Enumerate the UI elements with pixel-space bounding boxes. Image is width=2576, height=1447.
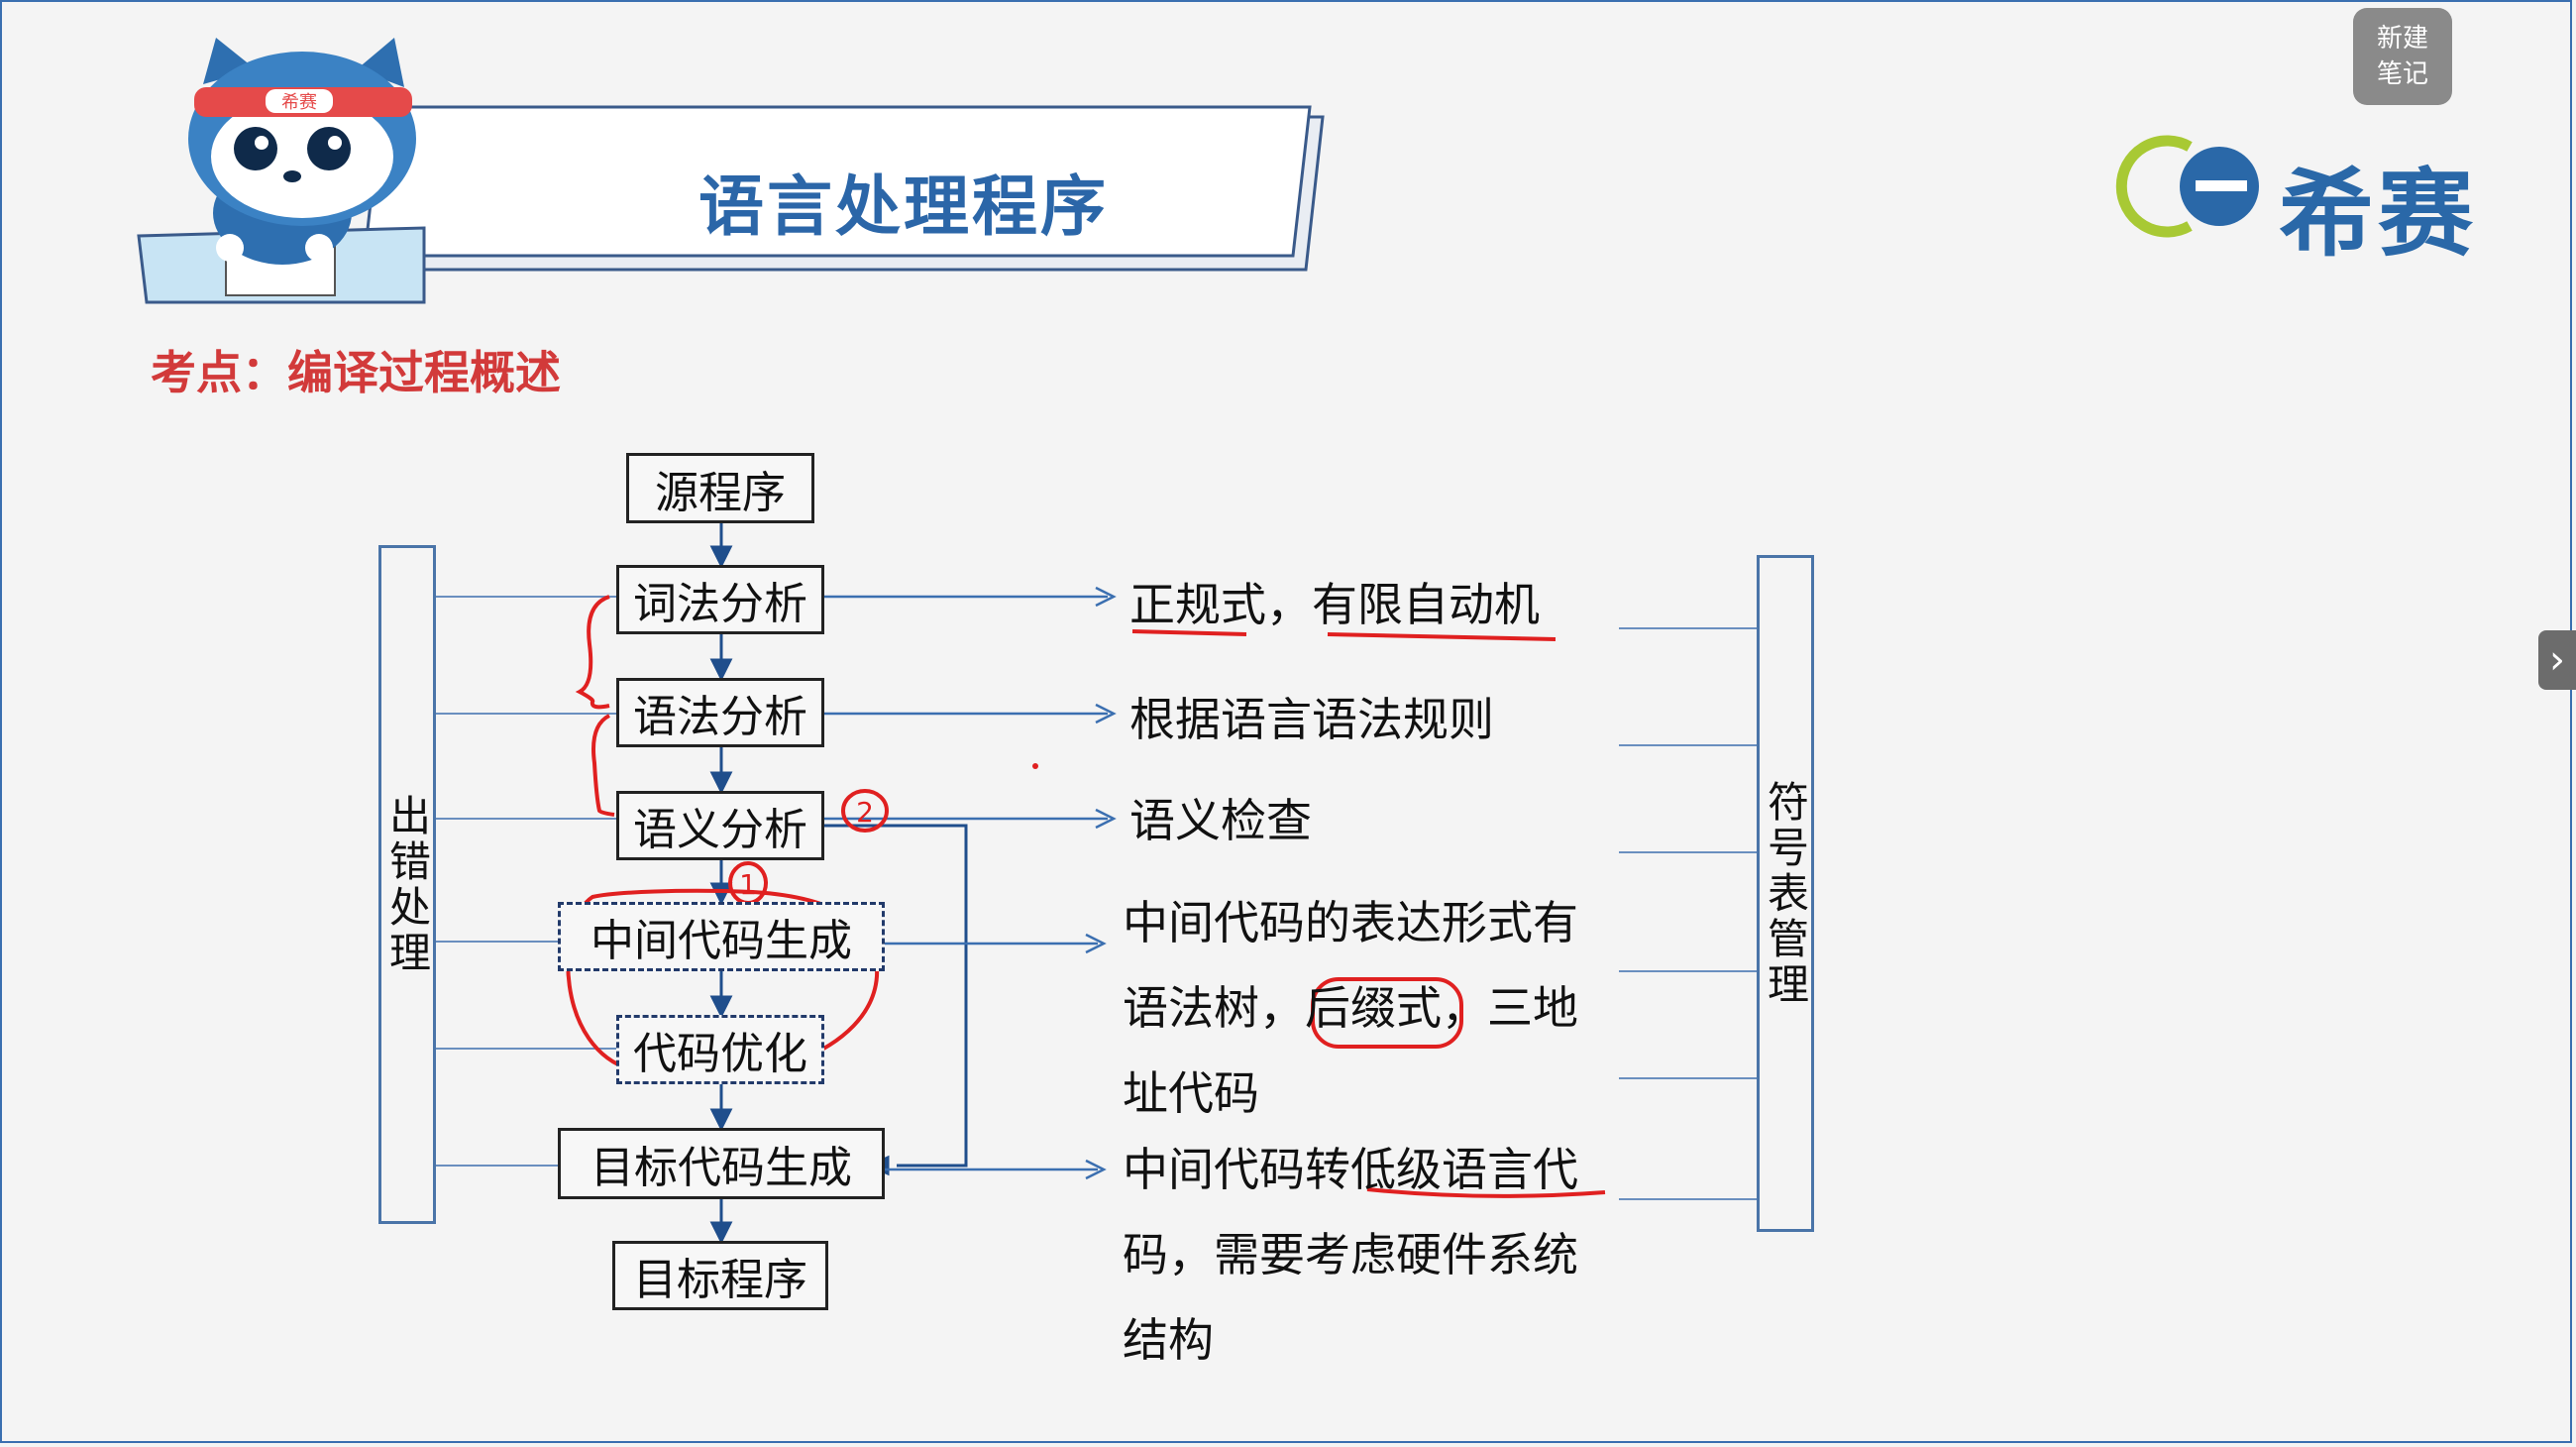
mascot-badge [266,89,333,113]
flow-intermediate: 中间代码生成 [558,902,885,971]
note-intermediate-line3: 址代码 [1123,1066,1259,1120]
note-syntax: 根据语言语法规则 [1129,693,1494,746]
mascot-nose [283,170,301,182]
flow-optimize: 代码优化 [616,1015,824,1084]
symbol-table-label: 符号表管理 [1761,779,1810,1008]
note-target-line1: 中间代码转低级语言代 [1123,1143,1578,1196]
chevron-right-icon: › [2549,637,2565,683]
topic-label: 考点：编译过程概述 [151,346,561,399]
flow-source: 源程序 [626,453,814,523]
note-target-line3: 结构 [1123,1313,1214,1367]
flow-target-gen: 目标代码生成 [558,1128,885,1199]
note-lexical-part2: 有限自动机 [1312,578,1540,631]
annotation-dot [1032,763,1038,769]
note-intermediate-line1: 中间代码的表达形式有 [1123,896,1578,949]
mascot-badge-text: 希赛 [281,92,317,113]
mascot-ear-right [357,38,404,87]
new-note-label-line2: 笔记 [2376,59,2428,89]
mascot-eye-left [234,127,277,170]
note-target-line2: 码，需要考虑硬件系统 [1123,1228,1578,1281]
error-handling-label: 出错处理 [382,793,432,976]
note-intermediate-line2: 语法树，后缀式，三地 [1123,981,1578,1035]
side-panel-toggle[interactable]: › [2538,630,2576,690]
new-note-label-line1: 新建 [2376,24,2428,54]
brand-logo-arc [2115,135,2193,238]
note-target: 中间代码转低级语言代 码，需要考虑硬件系统 结构 [1123,1127,1578,1383]
note-lexical: 正规式，有限自动机 [1129,562,1540,647]
symbol-table-box: 符号表管理 [1757,555,1814,1232]
flow-semantic: 语义分析 [616,791,824,860]
mascot-eye-right [307,127,351,170]
annotation-mark-2: 2 [856,796,874,829]
flow-syntax: 语法分析 [616,678,824,747]
flow-lexical: 词法分析 [616,565,824,634]
annotation-mark-1: 1 [739,868,757,901]
note-lexical-part1: 正规式， [1129,578,1312,631]
flow-target: 目标程序 [612,1241,828,1310]
note-intermediate: 中间代码的表达形式有 语法树，后缀式，三地 址代码 [1123,880,1578,1136]
note-semantic: 语义检查 [1129,794,1312,847]
brand-logo-text: 希赛 [2279,159,2477,270]
new-note-button[interactable]: 新建 笔记 [2353,8,2452,105]
mascot-face [211,95,393,218]
error-handling-box: 出错处理 [378,545,436,1224]
page-title: 语言处理程序 [698,168,1109,245]
